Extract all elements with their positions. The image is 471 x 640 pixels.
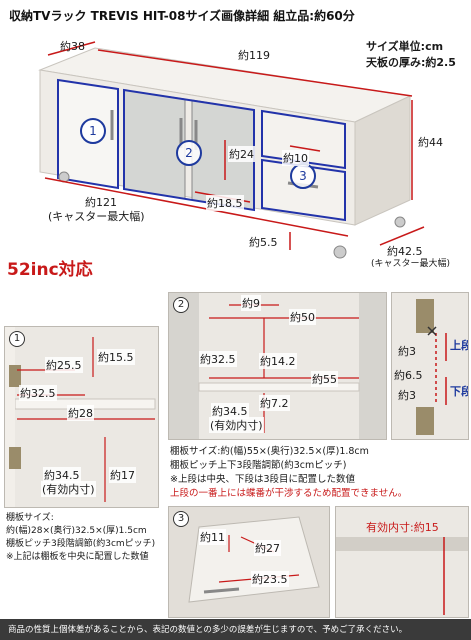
section-2-marker: 2 — [176, 140, 202, 166]
dim-14-2: 約14.2 — [259, 353, 297, 369]
p2-spec-line1: 棚板サイズ:約(幅)55×(奥行)32.5×(厚)1.8cm — [170, 446, 369, 457]
size-unit-note: サイズ単位:cm — [366, 40, 444, 53]
dim-50: 約50 — [289, 309, 316, 325]
hinge-dim-3a: 約3 — [398, 345, 416, 358]
p1-spec-note: ※上記は棚板を中央に配置した数値 — [6, 552, 149, 562]
section-3-marker: 3 — [290, 163, 316, 189]
dim-width-10: 約10 — [282, 150, 309, 166]
footer-note: 商品の性質上個体差があることから、表記の数値との多少の誤差が生じますので、予めご… — [8, 625, 408, 635]
panel-hinge-detail: 約3 約6.5 約3 上段 下段 — [391, 292, 469, 440]
dim-depth-38: 約38 — [60, 40, 85, 53]
dim-32-5: 約32.5 — [199, 351, 237, 367]
dim-55: 約55 — [311, 371, 338, 387]
hinge-icon — [9, 365, 21, 387]
dim-width-119: 約119 — [238, 49, 270, 62]
panel-section-1: 1 約15.5 約25.5 約32.5 約28 約34.5 (有効内寸) 約17 — [4, 326, 159, 508]
panel-drawer-inner: 有効内寸:約15 — [335, 506, 469, 618]
hinge-icon — [416, 407, 434, 435]
door-2-outline — [123, 88, 255, 212]
dim-width-121-note: (キャスター最大幅) — [48, 210, 145, 223]
p1-spec-title: 棚板サイズ: — [6, 513, 54, 523]
dim-width-18-5: 約18.5 — [206, 195, 244, 211]
p2-warning: 上段の一番上には蝶番が干渉するため配置できません。 — [170, 488, 408, 499]
panel-3-number: 3 — [173, 511, 189, 527]
hinge-photo — [392, 293, 468, 439]
hinge-lower-label: 下段 — [450, 385, 468, 398]
dim-23-5: 約23.5 — [251, 571, 289, 587]
p1-spec-line1: 約(幅)28×(奥行)32.5×(厚)1.5cm — [6, 526, 147, 536]
dim-height-24: 約24 — [228, 146, 255, 162]
rack-side — [354, 95, 411, 226]
dim-depth-42-5-note: (キャスター最大幅) — [371, 259, 451, 269]
drawer-inner-height: 有効内寸:約15 — [366, 521, 439, 534]
panel-section-2: 2 約9 約50 約32.5 約14.2 約55 約34.5 (有効内寸) 約7… — [168, 292, 387, 440]
dim-34-5: 約34.5 — [211, 403, 249, 419]
dim-height-5-5: 約5.5 — [249, 236, 278, 249]
caster-icon — [333, 245, 347, 259]
p2-spec-line3: ※上段は中央、下段は3段目に配置した数値 — [170, 474, 356, 485]
hinge-dim-3b: 約3 — [398, 389, 416, 402]
dim-25-5: 約25.5 — [45, 357, 83, 373]
dim-27: 約27 — [254, 540, 281, 556]
hinge-dim-6-5: 約6.5 — [394, 369, 423, 382]
dim-28: 約28 — [67, 405, 94, 421]
dim-34-5: 約34.5 — [43, 467, 81, 483]
dim-11: 約11 — [199, 529, 226, 545]
glass-door-left — [123, 89, 186, 200]
panel-2-number: 2 — [173, 297, 189, 313]
dim-17: 約17 — [109, 467, 136, 483]
dim-34-5-note: (有効内寸) — [209, 417, 264, 433]
tv-size-label: 52inc対応 — [7, 260, 93, 280]
dim-9: 約9 — [241, 295, 261, 311]
caster-icon — [394, 216, 406, 228]
section-1-marker: 1 — [80, 118, 106, 144]
drawer-handle — [203, 587, 240, 594]
hinge-icon — [416, 299, 434, 333]
dim-34-5-note: (有効内寸) — [41, 481, 96, 497]
drawer-lower — [261, 158, 346, 222]
dim-height-44: 約44 — [418, 136, 443, 149]
top-thickness-note: 天板の厚み:約2.5 — [366, 56, 456, 69]
hinge-upper-label: 上段 — [450, 339, 468, 352]
footer-bar: 商品の性質上個体差があることから、表記の数値との多少の誤差が生じますので、予めご… — [0, 619, 471, 640]
panel-1-number: 1 — [9, 331, 25, 347]
dim-depth-42-5: 約42.5 — [387, 245, 423, 258]
p1-spec-line2: 棚板ピッチ3段階調節(約3cmピッチ) — [6, 539, 156, 549]
drawer-inner-photo — [336, 507, 468, 617]
panel-section-3: 3 約11 約27 約23.5 — [168, 506, 330, 618]
hinge-icon — [9, 447, 21, 469]
drawer-photo — [169, 507, 329, 617]
p2-spec-line2: 棚板ピッチ上下3段階調節(約3cmピッチ) — [170, 460, 347, 471]
dim-7-2: 約7.2 — [259, 395, 290, 411]
dim-32-5: 約32.5 — [19, 385, 57, 401]
dim-15-5: 約15.5 — [97, 349, 135, 365]
page-title: 収納TVラック TREVIS HIT-08サイズ画像詳細 組立品:約60分 — [9, 9, 355, 23]
shelf-board — [198, 382, 360, 392]
dim-width-121: 約121 — [85, 196, 117, 209]
